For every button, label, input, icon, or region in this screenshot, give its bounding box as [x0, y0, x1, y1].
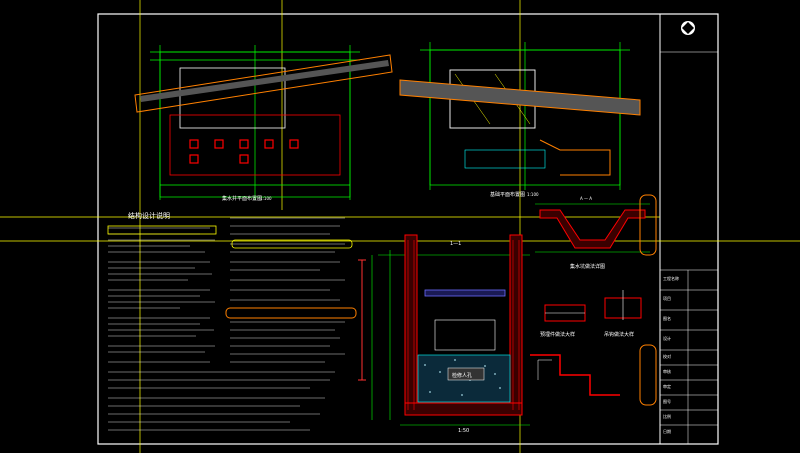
title-row-3: 设计	[663, 335, 671, 341]
detail-a-caption: 集水坑做法详图	[570, 263, 605, 270]
scale-bar-label: 1:50	[458, 428, 469, 434]
basin-label: 检修人孔	[452, 372, 472, 379]
title-row-6: 审定	[663, 383, 671, 389]
detail-embedded-part: 预埋件做法大样	[540, 304, 586, 338]
left-plan-scale: 1:100	[260, 196, 272, 201]
title-row-8: 比例	[663, 413, 671, 419]
title-row-0: 工程名称	[663, 275, 679, 281]
notes-title: 结构设计说明	[128, 211, 170, 220]
detail-c-caption: 吊钩做法大样	[604, 331, 634, 338]
revision-cloud	[639, 194, 657, 256]
left-plan-title: 集水井平面布置图	[222, 195, 262, 202]
right-foundation-plan: 基础平面布置图 1:100	[399, 42, 641, 198]
title-row-4: 校对	[663, 353, 671, 359]
right-plan-scale: 1:100	[527, 192, 539, 197]
title-block	[659, 13, 719, 445]
right-plan-title: 基础平面布置图	[490, 191, 525, 198]
revision-cloud	[639, 344, 657, 406]
title-row-5: 审核	[663, 368, 671, 374]
design-notes: 结构设计说明	[107, 211, 357, 431]
title-row-2: 图名	[663, 315, 671, 321]
title-block-content: 工程名称 项目 图名 设计 校对 审核 审定 图号 比例 日期	[660, 21, 718, 444]
section-title: 1—1	[450, 241, 461, 247]
detail-hook: 吊钩做法大样	[604, 290, 642, 338]
section-1-1: 检修人孔 1:50 1—1	[358, 234, 530, 434]
detail-b-caption: 预埋件做法大样	[540, 331, 575, 338]
detail-a-title: A — A	[580, 196, 592, 201]
left-foundation-plan: 集水井平面布置图 1:100	[134, 45, 393, 202]
title-row-9: 日期	[663, 428, 671, 434]
title-row-1: 项目	[663, 295, 671, 301]
detail-a-a: 集水坑做法详图 A — A	[535, 196, 650, 270]
detail-step-profile	[530, 354, 620, 396]
title-row-7: 图号	[663, 398, 671, 404]
